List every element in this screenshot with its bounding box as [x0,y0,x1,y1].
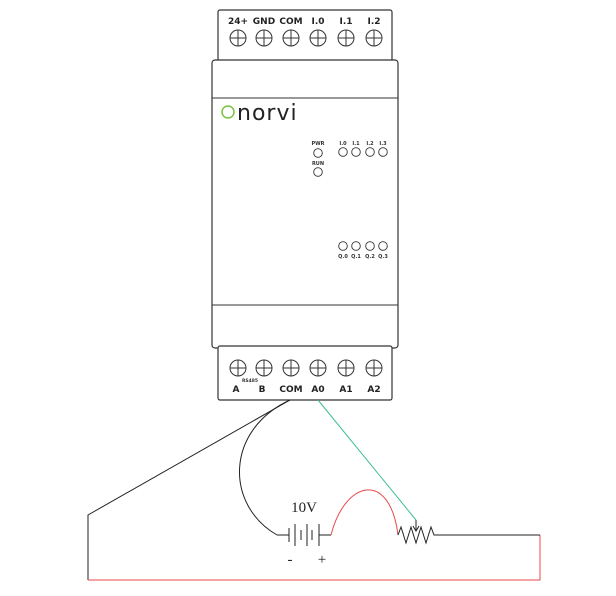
terminal-label: A2 [367,385,380,395]
terminal-label: GND [253,17,275,27]
terminal-label: COM [279,385,302,395]
output-led-label: Q.2 [365,254,375,260]
bottom-terminal-block [217,345,393,401]
terminal-label: I.1 [339,17,352,27]
terminal-label: COM [279,17,302,27]
terminal-screw-icon [365,359,383,377]
terminal-label: I.0 [311,17,324,27]
battery-symbol [288,524,331,546]
output-led [351,241,361,251]
terminal-label: I.2 [367,17,380,27]
output-led [378,241,388,251]
potentiometer-symbol [397,525,437,545]
wire-com-outer [87,399,291,580]
terminal-label: B [259,385,266,395]
wire-red-battery-resistor [330,489,399,536]
output-led [338,241,348,251]
input-led [351,147,361,157]
led-run [313,167,323,177]
terminal-screw-icon [229,29,247,47]
wire-red-return [88,535,541,581]
terminal-label: A [233,385,240,395]
input-led [365,147,375,157]
output-led-label: Q.3 [378,254,388,260]
terminal-screw-icon [282,29,300,47]
battery-plus-label: + [318,552,326,568]
terminal-screw-icon [365,29,383,47]
input-leds: I.0 I.1 I.2 I.3 [338,141,388,157]
input-led-label: I.0 [339,141,347,147]
logo-icon [221,105,235,119]
led-label-pwr: PWR [311,141,324,147]
input-led-label: I.2 [366,141,374,147]
battery-voltage-label: 10V [291,500,317,516]
wire-a0-wiper [317,399,417,521]
terminal-screw-icon [309,29,327,47]
input-led [338,147,348,157]
input-led-label: I.3 [379,141,387,147]
rs485-label: RS485 [242,378,258,384]
terminal-screw-icon [282,359,300,377]
input-led [378,147,388,157]
terminal-screw-icon [337,359,355,377]
terminal-screw-icon [309,359,327,377]
terminal-label: 24+ [228,17,248,27]
terminal-screw-icon [229,359,247,377]
terminal-label: A0 [311,385,324,395]
led-label-run: RUN [312,161,324,167]
output-led-label: Q.1 [351,254,361,260]
input-led-label: I.1 [352,141,360,147]
terminal-screw-icon [255,359,273,377]
led-pwr [313,148,323,158]
wire-com-battery [238,399,291,536]
top-terminals: 24+ GND COM I.0 I.1 I.2 [228,17,383,47]
output-led [365,241,375,251]
terminal-screw-icon [337,29,355,47]
brand-name: norvi [237,101,298,126]
battery-minus-label: - [288,552,293,568]
bottom-terminals: A B COM A0 A1 A2 [229,359,383,395]
terminal-screw-icon [255,29,273,47]
output-led-label: Q.0 [338,254,348,260]
norvi-logo: norvi [221,101,298,126]
wiper-arrowhead-icon [412,525,420,532]
terminal-label: A1 [339,385,352,395]
